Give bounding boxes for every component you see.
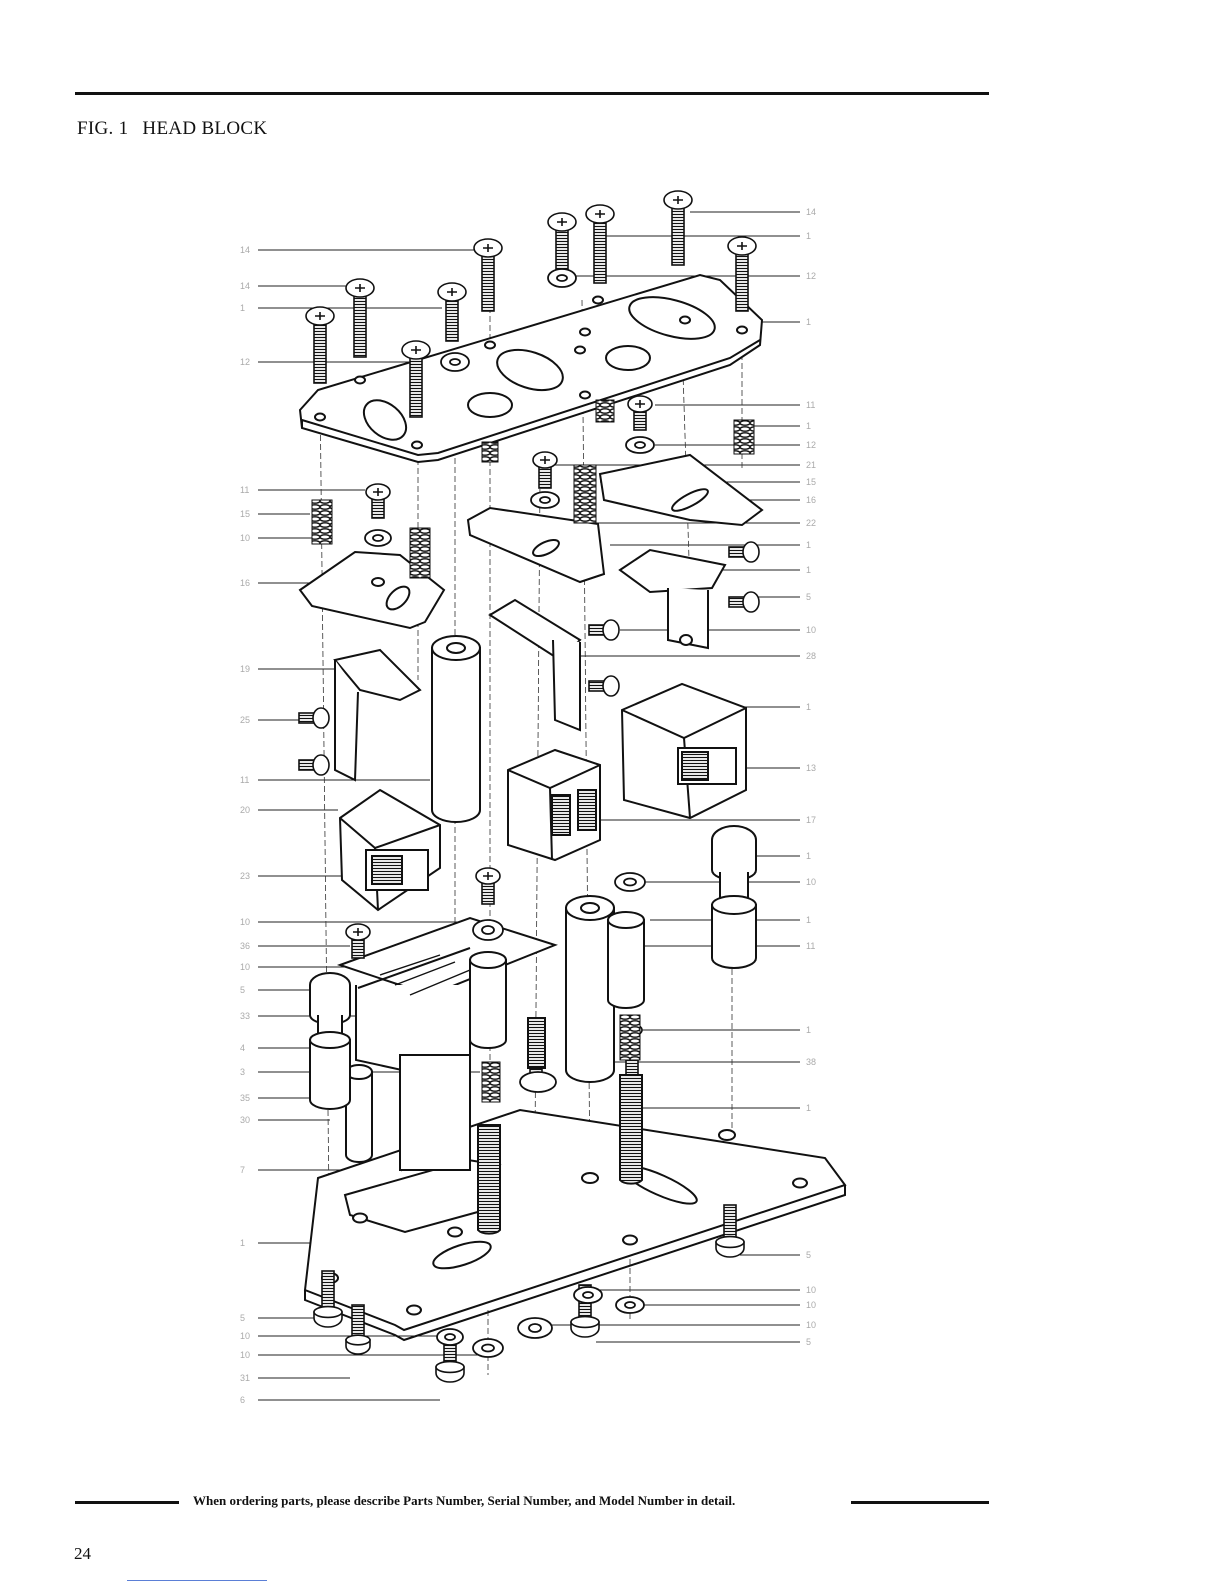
callout-left: 14 (240, 281, 250, 291)
side-screw (729, 592, 759, 612)
callout-right: 16 (806, 495, 816, 505)
callout-right: 1 (806, 540, 811, 550)
callout-left: 5 (240, 985, 245, 995)
callout-right: 12 (806, 271, 816, 281)
callout-left: 25 (240, 715, 250, 725)
callout-right: 10 (806, 877, 816, 887)
callout-right: 12 (806, 440, 816, 450)
callout-left: 10 (240, 1350, 250, 1360)
callout-left: 5 (240, 1313, 245, 1323)
callout-right: 5 (806, 1337, 811, 1347)
page-number: 24 (74, 1544, 91, 1564)
screw (628, 396, 652, 430)
callout-left: 12 (240, 357, 250, 367)
callout-right: 1 (806, 231, 811, 241)
callout-right: 1 (806, 915, 811, 925)
callout-right: 10 (806, 1285, 816, 1295)
callout-left: 10 (240, 1331, 250, 1341)
ordering-note: When ordering parts, please describe Par… (193, 1493, 735, 1509)
callout-left: 11 (240, 485, 249, 495)
side-screw (589, 620, 619, 640)
screw (586, 205, 614, 283)
callout-right: 1 (806, 1025, 811, 1035)
callout-right: 5 (806, 592, 811, 602)
screw (476, 868, 500, 904)
callout-left: 14 (240, 245, 250, 255)
callout-right: 1 (806, 565, 811, 575)
side-screw (299, 755, 329, 775)
top-plate (300, 275, 762, 462)
callout-right: 17 (806, 815, 816, 825)
callout-left: 33 (240, 1011, 250, 1021)
callout-left: 10 (240, 962, 250, 972)
callout-right: 1 (806, 702, 811, 712)
callout-left: 1 (240, 1238, 245, 1248)
callout-left: 7 (240, 1165, 245, 1175)
callout-left: 20 (240, 805, 250, 815)
callout-left: 36 (240, 941, 250, 951)
callout-left: 31 (240, 1373, 250, 1383)
callout-right: 1 (806, 317, 811, 327)
callout-right: 22 (806, 518, 816, 528)
footer-rule-right (851, 1501, 989, 1504)
callout-right: 5 (806, 1250, 811, 1260)
callout-left: 1 (240, 303, 245, 313)
footer-rule-left (75, 1501, 179, 1504)
bottom-link-underline (127, 1580, 267, 1581)
screw (533, 452, 557, 488)
screw (306, 307, 334, 383)
callout-right: 1 (806, 851, 811, 861)
callout-left: 6 (240, 1395, 245, 1405)
callout-left: 10 (240, 917, 250, 927)
callout-left: 16 (240, 578, 250, 588)
footer: When ordering parts, please describe Par… (75, 1492, 989, 1512)
side-screw (589, 676, 619, 696)
callout-left: 15 (240, 509, 250, 519)
callout-right: 11 (806, 941, 815, 951)
callout-right: 1 (806, 1103, 811, 1113)
callout-left: 30 (240, 1115, 250, 1125)
screw (474, 239, 502, 311)
callout-right: 13 (806, 763, 816, 773)
callout-right: 21 (806, 460, 816, 470)
callout-right: 38 (806, 1057, 816, 1067)
callout-right: 15 (806, 477, 816, 487)
callout-right: 1 (806, 421, 811, 431)
callout-left: 11 (240, 775, 249, 785)
callout-right: 10 (806, 625, 816, 635)
side-screw (299, 708, 329, 728)
screw (548, 213, 576, 269)
screw (664, 191, 692, 265)
screw (366, 484, 390, 518)
screw (346, 924, 370, 958)
callout-left: 23 (240, 871, 250, 881)
callout-right: 14 (806, 207, 816, 217)
callout-right: 28 (806, 651, 816, 661)
callout-left: 4 (240, 1043, 245, 1053)
screw (438, 283, 466, 341)
callout-right: 10 (806, 1320, 816, 1330)
callout-left: 19 (240, 664, 250, 674)
screw (346, 279, 374, 357)
callout-right: 10 (806, 1300, 816, 1310)
callout-left: 10 (240, 533, 250, 543)
head-blocks (340, 684, 746, 910)
callout-left: 3 (240, 1067, 245, 1077)
callout-right: 11 (806, 400, 815, 410)
callouts-left: 1414112111510161925112023103610533433530… (240, 245, 250, 1405)
callout-left: 35 (240, 1093, 250, 1103)
